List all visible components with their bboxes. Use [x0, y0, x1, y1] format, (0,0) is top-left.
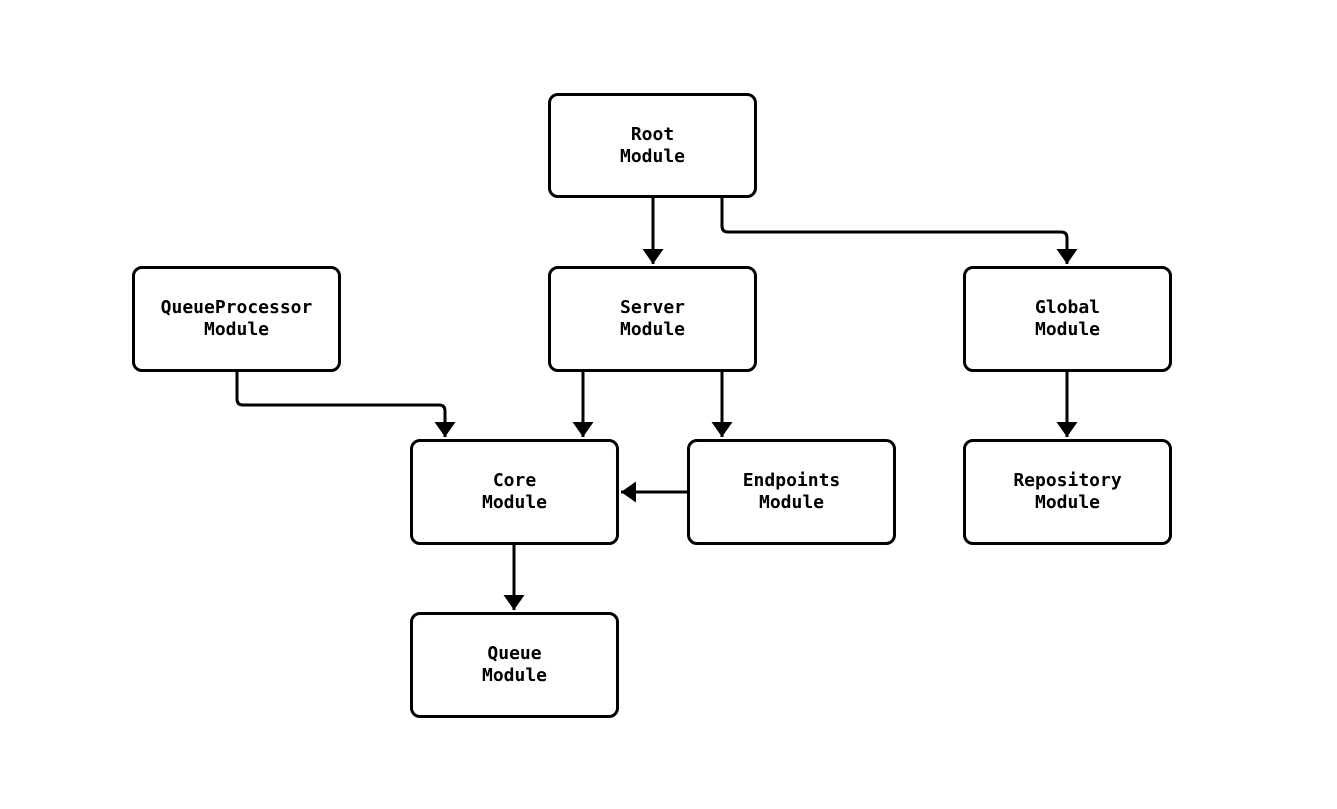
node-repository-module-label-line1: Repository — [1013, 470, 1122, 491]
node-queueprocessor-module-label-line1: QueueProcessor — [160, 297, 313, 318]
node-repository-module: Repository Module — [963, 439, 1172, 545]
node-endpoints-module-label-line1: Endpoints — [742, 470, 841, 491]
node-queueprocessor-module-label-line2: Module — [203, 319, 270, 340]
node-server-module: Server Module — [548, 266, 757, 372]
node-server-module-label-line1: Server — [619, 297, 686, 318]
node-core-module-label-line2: Module — [481, 492, 548, 513]
node-server-module-label-line2: Module — [619, 319, 686, 340]
node-queueprocessor-module: QueueProcessor Module — [132, 266, 341, 372]
node-global-module-label-line2: Module — [1034, 319, 1101, 340]
node-queue-module-label-line1: Queue — [487, 643, 542, 664]
edge-queueprocessor-to-core — [235, 372, 456, 437]
node-root-module-label-line1: Root — [630, 123, 675, 145]
node-endpoints-module-label-line2: Module — [758, 492, 825, 513]
node-core-module-label-line1: Core — [492, 470, 537, 491]
node-queue-module-label-line2: Module — [481, 665, 548, 686]
node-queue-module: Queue Module — [410, 612, 619, 718]
node-core-module: Core Module — [410, 439, 619, 545]
node-root-module-label-line2: Module — [619, 145, 686, 167]
node-endpoints-module: Endpoints Module — [687, 439, 896, 545]
node-repository-module-label-line2: Module — [1034, 492, 1101, 513]
node-global-module-label-line1: Global — [1034, 297, 1101, 318]
edge-root-to-global — [720, 198, 1078, 264]
node-global-module: Global Module — [963, 266, 1172, 372]
node-root-module: Root Module — [548, 93, 757, 198]
